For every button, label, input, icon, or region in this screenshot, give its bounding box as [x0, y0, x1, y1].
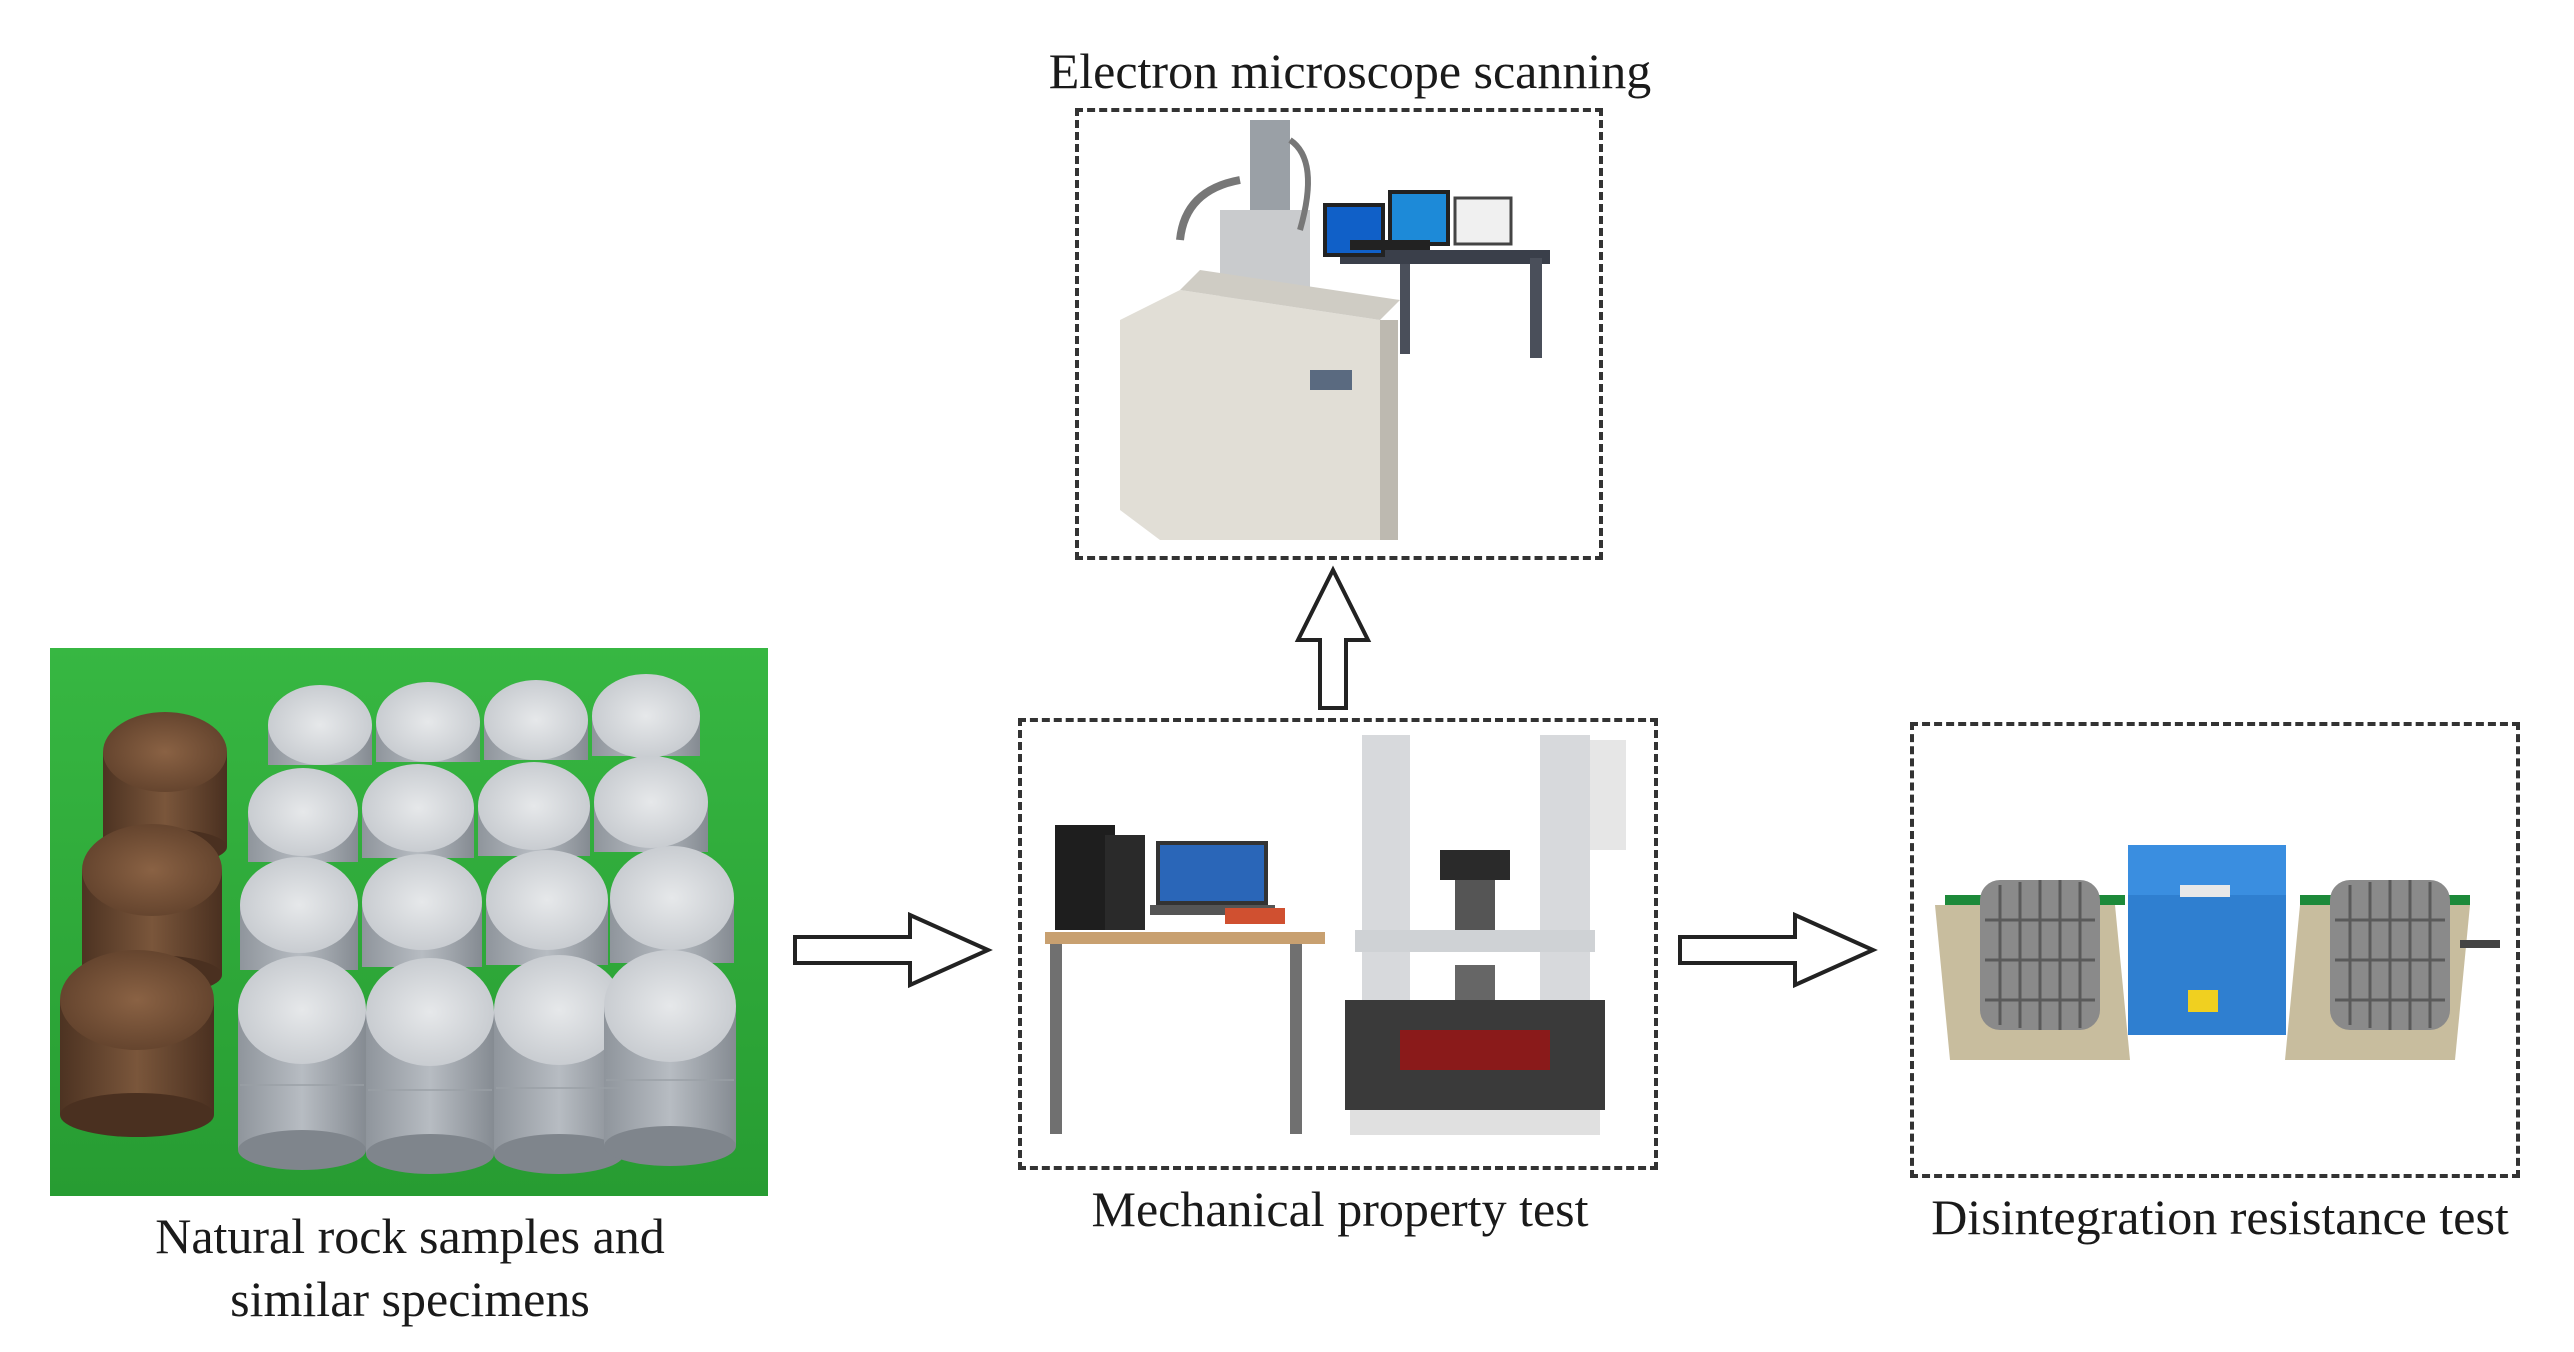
- mechanical-box: [1018, 718, 1658, 1170]
- sem-label: Electron microscope scanning: [1048, 43, 1652, 99]
- samples-label-line1: Natural rock samples and: [155, 1208, 665, 1264]
- natural-rock-cylinders: [60, 712, 227, 1137]
- rock-samples-photo: [50, 648, 768, 1196]
- universal-testing-machine-photo: [1045, 735, 1626, 1135]
- slake-durability-apparatus-photo: [1935, 845, 2500, 1060]
- electron-microscope-photo: [1120, 120, 1550, 540]
- disintegration-label: Disintegration resistance test: [1931, 1189, 2509, 1245]
- samples-label-line2: similar specimens: [230, 1271, 590, 1327]
- mechanical-label: Mechanical property test: [1091, 1181, 1589, 1237]
- arrow-mechanical-to-sem: [1294, 565, 1372, 710]
- arrow-mechanical-to-disintegration: [1678, 911, 1878, 989]
- arrow-samples-to-mechanical: [793, 911, 993, 989]
- similar-specimen-cylinders: [238, 674, 736, 1174]
- sem-box: [1075, 108, 1603, 560]
- disintegration-box: [1910, 722, 2520, 1178]
